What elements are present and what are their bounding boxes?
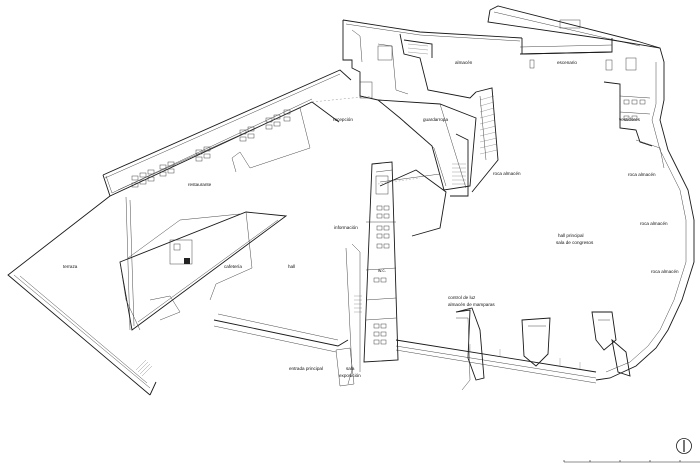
- outer-walls: [7, 5, 695, 396]
- label-roca-almacen-2: roca almacén: [493, 171, 521, 176]
- label-hall-principal: hall principal: [558, 233, 584, 238]
- label-exposicion: exposición: [339, 373, 361, 378]
- south-bays: [455, 307, 631, 391]
- label-roca-almacen-3: roca almacén: [640, 221, 668, 226]
- cafeteria-core: [169, 239, 193, 265]
- north-arrow-icon: [676, 438, 692, 454]
- label-hall: hall: [288, 264, 295, 269]
- label-roca-almacen-4: roca almacén: [651, 269, 679, 274]
- label-almacen-de-mamparas: almacén de mamparas: [448, 302, 495, 307]
- label-guardarropa: guardarropa: [423, 117, 448, 122]
- label-vestidores: vestidores: [619, 117, 641, 122]
- label-control-de-luz: control de luz: [448, 295, 476, 300]
- label-roca-almacen-1: roca almacén: [628, 172, 656, 177]
- label-cafeteria: cafetería: [224, 264, 242, 269]
- interior-walls: [117, 29, 665, 387]
- room-labels: almacén escenario recepción guardarropa …: [63, 60, 679, 378]
- vestidores-fixtures: [529, 59, 646, 121]
- label-escenario: escenario: [557, 60, 577, 65]
- label-entrada-principal: entrada principal: [289, 366, 323, 371]
- label-restaurante: restaurante: [188, 182, 212, 187]
- upper-rooms: [359, 19, 637, 99]
- hatching: [135, 43, 581, 377]
- label-terraza: terraza: [63, 264, 78, 269]
- label-sala-de-congresos: sala de congresos: [556, 240, 594, 245]
- label-recepcion: recepción: [333, 117, 353, 122]
- label-almacen-top: almacén: [455, 60, 473, 65]
- label-sala: sala: [346, 366, 355, 371]
- scale-bar-icon: [563, 460, 700, 463]
- wc-fixtures: [373, 175, 390, 345]
- label-informacion: información: [334, 225, 358, 230]
- label-wc: w.c.: [378, 268, 386, 273]
- restaurant-tables: [131, 109, 291, 188]
